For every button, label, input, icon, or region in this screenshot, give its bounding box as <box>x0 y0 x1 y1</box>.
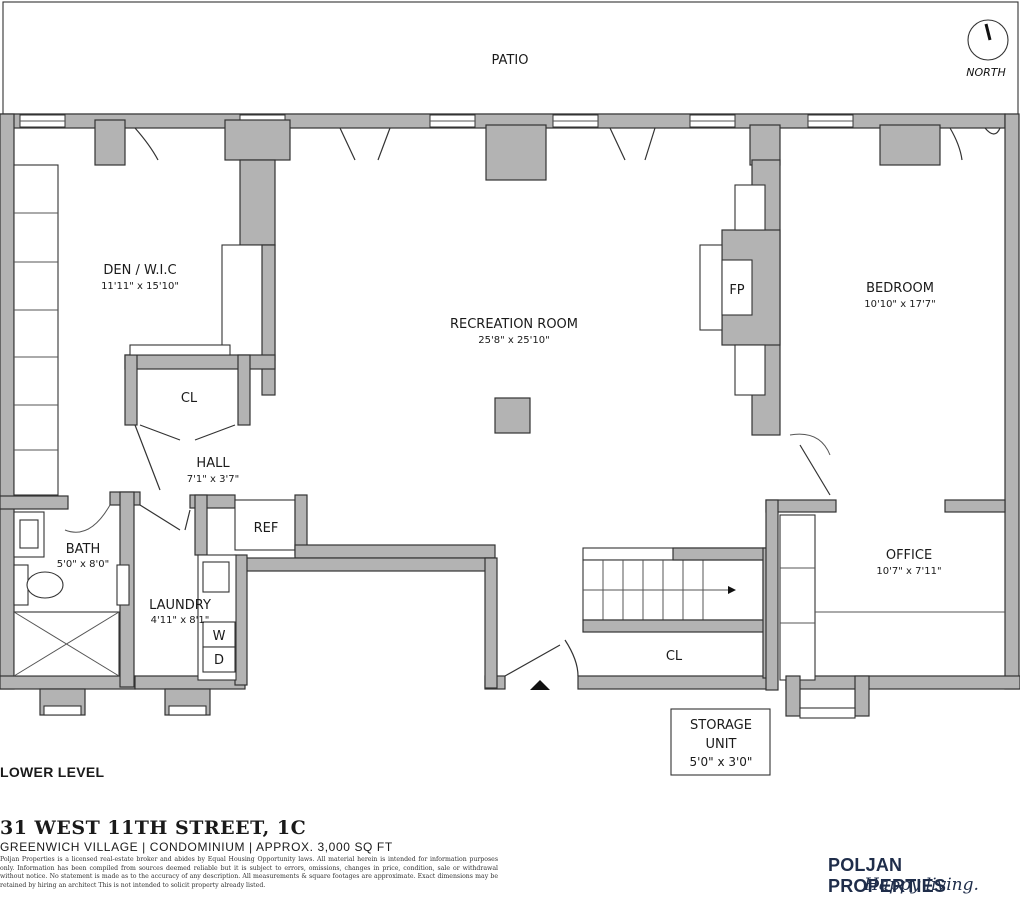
patio-label: PATIO <box>492 53 529 68</box>
laundry-name: LAUNDRY <box>149 598 211 613</box>
disclaimer-text: Poljan Properties is a licensed real-est… <box>0 856 498 889</box>
office-name: OFFICE <box>886 548 932 563</box>
entry-arrow-icon <box>530 680 550 690</box>
den-wardrobe <box>13 164 59 496</box>
storage-dims: 5'0" x 3'0" <box>690 755 753 769</box>
laundry-door <box>139 504 191 531</box>
recreation-name: RECREATION ROOM <box>450 317 578 332</box>
den-dims: 11'11" x 15'10" <box>101 281 179 292</box>
bedroom-door-arc <box>789 433 831 456</box>
bath-laundry-walls <box>0 491 498 689</box>
stairs <box>582 547 776 679</box>
ref-label: REF <box>254 521 279 536</box>
patio-area <box>2 1 1019 115</box>
office-dims: 10'7" x 7'11" <box>876 566 941 577</box>
top-piers <box>94 119 941 181</box>
fireplace-label: FP <box>729 283 744 298</box>
office-walls <box>765 499 1006 719</box>
hall-door <box>134 424 161 491</box>
storage-name-2: UNIT <box>705 737 736 752</box>
brand-logo: POLJAN PROPERTIES <box>828 855 947 896</box>
den-recreation-wall <box>124 159 276 426</box>
fireplace-wall <box>699 159 781 436</box>
north-compass-icon <box>967 19 1009 61</box>
bath-fixtures <box>13 511 130 677</box>
bedroom-dims: 10'10" x 17'7" <box>864 299 936 310</box>
den-name: DEN / W.I.C <box>103 263 176 278</box>
storage-unit <box>670 708 771 776</box>
washer-label: W <box>213 629 226 644</box>
stairs-closet-label: CL <box>666 649 683 664</box>
north-label: NORTH <box>966 66 1006 79</box>
level-label: LOWER LEVEL <box>0 764 105 780</box>
address-title: 31 WEST 11TH STREET, 1C <box>0 817 307 839</box>
patio-doors <box>134 127 1001 161</box>
bedroom-name: BEDROOM <box>866 281 934 296</box>
storage-name-1: STORAGE <box>690 718 752 733</box>
bath-dims: 5'0" x 8'0" <box>57 559 109 570</box>
bottom-windows <box>39 688 211 716</box>
bath-door-arc <box>64 504 111 533</box>
hall-dims: 7'1" x 3'7" <box>187 474 239 485</box>
entry-door <box>504 639 579 677</box>
laundry-fixtures <box>197 554 237 681</box>
recreation-dims: 25'8" x 25'10" <box>478 335 550 346</box>
floor-plan: PATIO NORTH <box>0 1 1020 776</box>
dryer-label: D <box>214 653 224 668</box>
bath-name: BATH <box>66 542 101 557</box>
laundry-dims: 4'11" x 8'1" <box>151 615 210 626</box>
hall-name: HALL <box>196 456 230 471</box>
bedroom-door <box>799 444 831 496</box>
property-subline: GREENWICH VILLAGE | CONDOMINIUM | APPROX… <box>0 840 393 854</box>
den-closet-label: CL <box>181 391 198 406</box>
den-closet-doors <box>139 424 236 441</box>
column <box>494 397 531 434</box>
brand-tagline: Happy living. <box>864 875 979 895</box>
